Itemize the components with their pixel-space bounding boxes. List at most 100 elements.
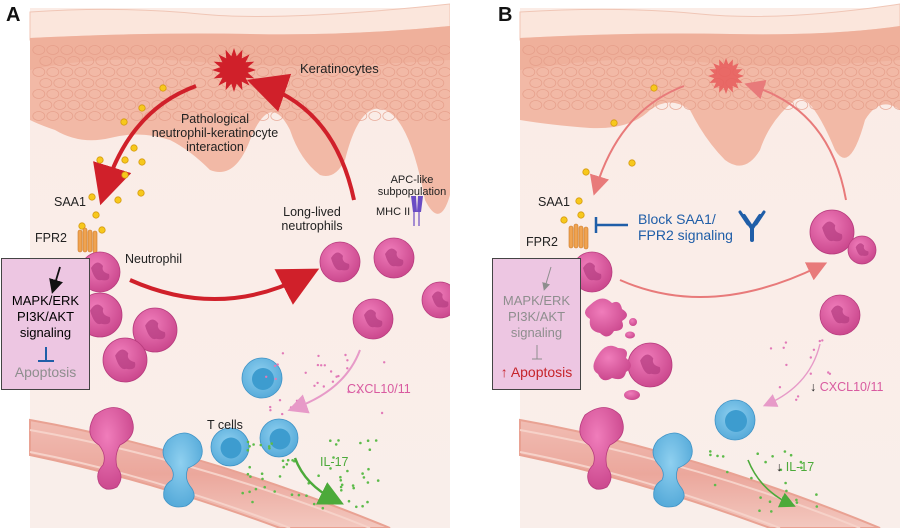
chemokine-dot (726, 470, 729, 474)
keratinocyte-cell (347, 100, 361, 110)
keratinocyte-cell (858, 67, 872, 77)
keratinocyte-cell (186, 67, 200, 77)
keratinocyte-cell (739, 56, 753, 66)
keratinocyte-cell (340, 45, 354, 55)
keratinocyte-cell (396, 111, 410, 121)
chemokine-dot (316, 363, 320, 367)
arrow-cxcl (287, 349, 361, 414)
keratinocyte-cell (879, 56, 893, 66)
label-saa1: SAA1 (538, 195, 570, 209)
fpr2-receptor (77, 227, 98, 254)
keratinocyte-cell (879, 78, 893, 88)
keratinocyte-cell (277, 56, 291, 66)
keratinocyte-cell (571, 100, 585, 110)
keratinocyte-cell (123, 100, 137, 110)
keratinocyte-cell (886, 89, 900, 99)
chemokine-dot (340, 483, 344, 487)
keratinocyte-cell (725, 100, 739, 110)
keratinocyte-cell (298, 67, 312, 77)
faded-arrow-to-saa1 (589, 85, 685, 196)
keratinocyte-cell (704, 89, 718, 99)
chemokine-dot (332, 456, 335, 459)
keratinocyte-cell (361, 56, 375, 66)
keratinocyte-cell (333, 78, 347, 88)
keratinocyte-cell (872, 45, 886, 55)
keratinocyte-cell (424, 111, 438, 121)
chemokine-dot (799, 460, 803, 464)
chemokine-dot (274, 377, 277, 381)
keratinocyte-cell (529, 56, 543, 66)
panel-a: A Keratinocytes Pathological neutrophil-… (1, 3, 452, 528)
keratinocyte-cell (39, 56, 53, 66)
keratinocyte-cell (403, 78, 417, 88)
chemokine-dot (334, 443, 338, 446)
keratinocyte-cell (32, 45, 46, 55)
chemokine-dot (316, 381, 319, 385)
panel-b: B SAA1 FPR2 Block SAA1/ FPR2 signaling ↓… (450, 0, 900, 528)
extravasating-t-cell (162, 432, 203, 508)
keratinocyte-cell (830, 67, 844, 77)
keratinocyte-cell (347, 56, 361, 66)
interaction-line2: neutrophil-keratinocyte (151, 126, 279, 140)
keratinocyte-cell (529, 100, 543, 110)
neutrophil-cell (809, 209, 855, 255)
panel-a-illustration (29, 3, 450, 528)
keratinocyte-cell (46, 67, 60, 77)
chemokine-dot (312, 502, 316, 506)
keratinocyte-cell (865, 56, 879, 66)
keratinocyte-cell (592, 45, 606, 55)
chemokine-dot (347, 499, 351, 503)
keratinocyte-cell (851, 56, 865, 66)
inhibition-icon (38, 347, 54, 362)
chemokine-dot (254, 487, 258, 491)
neutrophil-cell (79, 251, 121, 293)
keratinocyte-cell (375, 78, 389, 88)
keratinocyte-cell (214, 111, 228, 121)
keratinocyte-cell (361, 100, 375, 110)
keratinocyte-cell (67, 56, 81, 66)
keratinocyte-cell (662, 67, 676, 77)
keratinocyte-cell (858, 89, 872, 99)
activation-arrow-icon (49, 266, 63, 294)
keratinocyte-cell (312, 89, 326, 99)
keratinocyte-cell (522, 89, 536, 99)
chemokine-dot (295, 399, 299, 402)
keratinocyte-cell (130, 67, 144, 77)
faded-interaction-burst (708, 58, 744, 94)
keratinocyte-cell (669, 78, 683, 88)
chemokine-dot (713, 483, 717, 487)
molecule-dot (577, 211, 585, 219)
chemokine-dot (362, 476, 366, 479)
chemokine-dot (270, 442, 274, 445)
keratinocyte-cell (60, 45, 74, 55)
keratinocyte-cell (305, 100, 319, 110)
keratinocyte-cell (865, 100, 879, 110)
label-apc-like: APC-like subpopulation (372, 174, 452, 198)
neutrophil-cell (847, 235, 877, 265)
molecule-dot (650, 84, 658, 92)
keratinocyte-cell (319, 56, 333, 66)
interaction-line1: Pathological (180, 112, 250, 126)
keratinocyte-cell (326, 67, 340, 77)
keratinocyte-cell (354, 45, 368, 55)
keratinocyte-cell (144, 67, 158, 77)
keratinocyte-cell (389, 56, 403, 66)
keratinocyte-cell (613, 56, 627, 66)
keratinocyte-cell (53, 100, 67, 110)
faded-arrow-neutrophil (619, 262, 828, 298)
keratinocyte-cell (438, 45, 450, 55)
cxcl-dots (769, 339, 832, 401)
chemokine-dot (795, 498, 798, 502)
keratinocyte-cell (690, 67, 704, 77)
keratinocyte-cell (354, 67, 368, 77)
keratinocyte-cell (88, 45, 102, 55)
keratinocyte-cell (298, 45, 312, 55)
keratinocyte-cell (263, 56, 277, 66)
keratinocyte-cell (200, 45, 214, 55)
keratinocyte-cell (158, 67, 172, 77)
chemokine-dot (335, 375, 338, 378)
keratinocyte-cell (375, 100, 389, 110)
keratinocyte-cell (697, 100, 711, 110)
keratinocyte-cell (151, 78, 165, 88)
keratinocyte-cell (200, 67, 214, 77)
